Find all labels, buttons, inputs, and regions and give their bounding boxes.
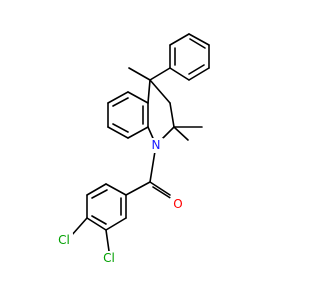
nitrogen-label: N xyxy=(152,138,161,152)
bond xyxy=(189,38,206,49)
bond xyxy=(91,215,107,225)
label-background xyxy=(100,251,118,266)
bond xyxy=(173,126,189,141)
chlorine-label: Cl xyxy=(58,233,70,247)
molecule-diagram: Cl Cl N O xyxy=(55,33,210,266)
atom-labels: Cl Cl N O xyxy=(55,138,186,266)
bond xyxy=(149,79,171,104)
bond xyxy=(105,229,110,252)
bond xyxy=(86,217,107,231)
bond xyxy=(112,97,129,107)
bond xyxy=(149,67,171,81)
bond xyxy=(188,67,210,81)
bond xyxy=(105,183,127,196)
bond xyxy=(127,91,149,104)
bond xyxy=(105,217,127,231)
bond xyxy=(169,102,175,128)
bond xyxy=(107,126,129,139)
atom-chlorine-a: Cl xyxy=(55,232,73,247)
bond xyxy=(91,189,108,199)
atom-nitrogen: N xyxy=(148,138,164,153)
atom-oxygen: O xyxy=(170,197,186,212)
label-background xyxy=(55,232,73,247)
bond xyxy=(112,123,129,133)
bond xyxy=(169,67,190,81)
bond xyxy=(125,181,151,196)
bond xyxy=(152,186,173,200)
bond xyxy=(128,67,151,81)
label-background xyxy=(148,138,164,153)
bond xyxy=(70,217,88,237)
bond xyxy=(86,183,107,196)
label-background xyxy=(170,197,186,212)
atom-chlorine-b: Cl xyxy=(100,251,118,266)
bond xyxy=(147,79,151,104)
bond xyxy=(169,33,190,46)
chlorine-label: Cl xyxy=(103,251,115,265)
bond xyxy=(149,181,171,196)
bond xyxy=(188,33,210,46)
bond xyxy=(127,126,149,139)
bond xyxy=(107,91,129,104)
oxygen-label: O xyxy=(173,197,182,211)
bonds xyxy=(70,33,210,252)
bond xyxy=(188,64,205,75)
